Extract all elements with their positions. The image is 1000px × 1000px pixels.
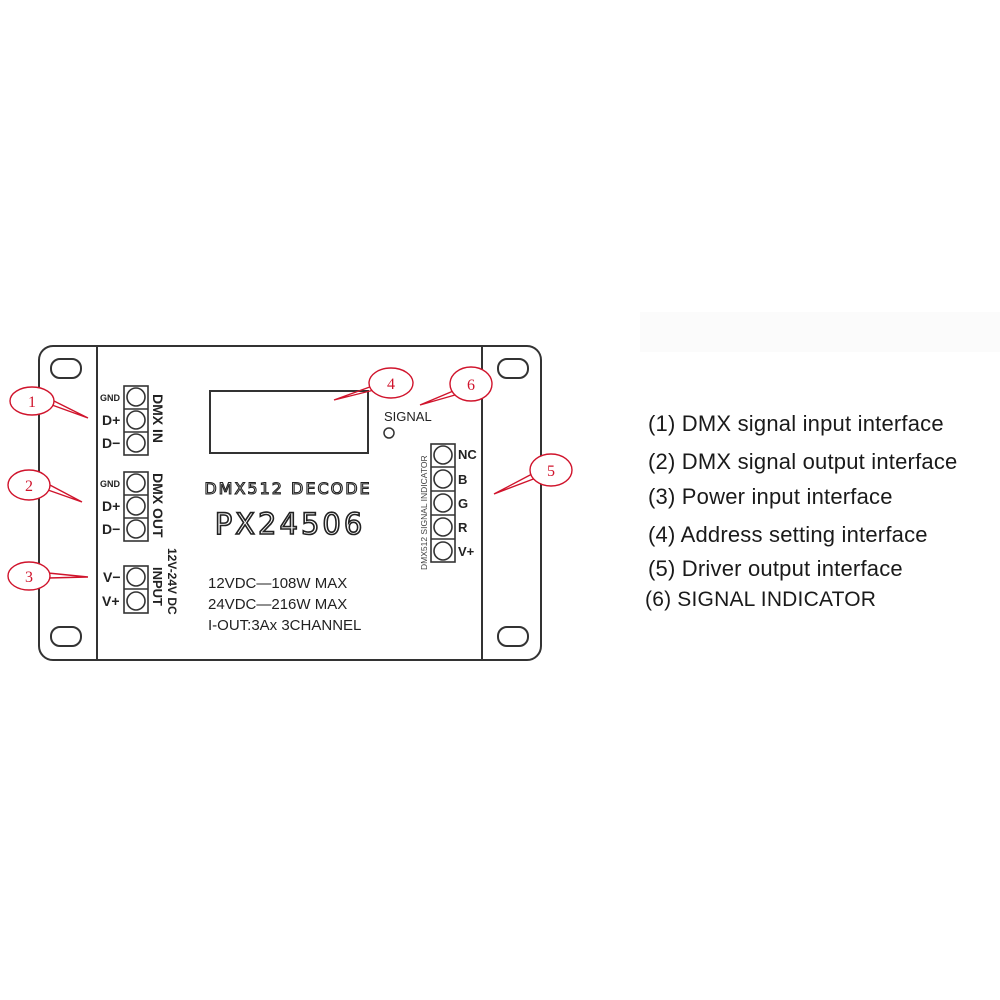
- legend-item: (6) SIGNAL INDICATOR: [645, 588, 877, 611]
- svg-text:3: 3: [25, 569, 33, 586]
- svg-text:GND: GND: [100, 393, 121, 403]
- callout-1: 1: [9, 386, 89, 419]
- svg-text:D+: D+: [102, 412, 120, 428]
- svg-text:G: G: [458, 496, 468, 511]
- svg-text:4: 4: [387, 376, 395, 393]
- callout-2: 2: [7, 469, 83, 503]
- callout-6: 6: [419, 366, 493, 406]
- signal-led-icon: [383, 427, 395, 439]
- legend-item: (2) DMX signal output interface: [648, 449, 958, 474]
- svg-text:DMX IN: DMX IN: [150, 394, 166, 443]
- mount-hole-icon: [50, 626, 82, 647]
- svg-text:GND: GND: [100, 479, 121, 489]
- mounting-plate: [38, 345, 542, 661]
- dmx-out-terminal: GND D+ D− DMX OUT: [100, 471, 166, 542]
- svg-text:5: 5: [547, 463, 555, 480]
- svg-text:V+: V+: [458, 544, 475, 559]
- svg-text:V−: V−: [103, 569, 121, 585]
- spec-line: I-OUT:3Ax 3CHANNEL: [208, 617, 361, 634]
- svg-text:D−: D−: [102, 521, 120, 537]
- svg-text:12V-24V DC: 12V-24V DC: [165, 548, 179, 615]
- signal-label: SIGNAL: [384, 409, 432, 424]
- device-model: PX24506: [215, 507, 366, 541]
- svg-text:6: 6: [467, 377, 475, 394]
- svg-text:DMX512 SIGNAL INDICATOR: DMX512 SIGNAL INDICATOR: [419, 455, 429, 570]
- legend-item: (1) DMX signal input interface: [648, 411, 944, 436]
- svg-text:D−: D−: [102, 435, 120, 451]
- svg-text:D+: D+: [102, 498, 120, 514]
- legend-item: (4) Address setting interface: [648, 522, 928, 547]
- dmx-in-terminal: GND D+ D− DMX IN: [100, 385, 166, 456]
- driver-output-terminal: NC B G R V+ DMX512 SIGNAL INDICATOR: [419, 443, 477, 570]
- spec-line: 12VDC—108W MAX: [208, 575, 347, 592]
- mount-hole-icon: [50, 358, 82, 379]
- svg-text:1: 1: [28, 394, 36, 411]
- power-input-terminal: V− V+ INPUT 12V-24V DC: [102, 548, 179, 615]
- legend-item: (5) Driver output interface: [648, 556, 903, 581]
- svg-text:DMX OUT: DMX OUT: [150, 473, 166, 538]
- background-band: [640, 312, 1000, 352]
- svg-text:2: 2: [25, 478, 33, 495]
- svg-text:NC: NC: [458, 447, 477, 462]
- svg-text:B: B: [458, 472, 467, 487]
- callout-4: 4: [333, 367, 414, 401]
- svg-text:INPUT: INPUT: [150, 567, 165, 606]
- callout-3: 3: [7, 561, 89, 591]
- mount-hole-icon: [497, 626, 529, 647]
- svg-text:V+: V+: [102, 593, 120, 609]
- svg-text:R: R: [458, 520, 468, 535]
- callout-5: 5: [493, 453, 573, 495]
- address-display: [209, 390, 369, 454]
- legend-item: (3) Power input interface: [648, 484, 893, 509]
- spec-line: 24VDC—216W MAX: [208, 596, 347, 613]
- device-title: DMX512 DECODE: [204, 479, 371, 498]
- mount-hole-icon: [497, 358, 529, 379]
